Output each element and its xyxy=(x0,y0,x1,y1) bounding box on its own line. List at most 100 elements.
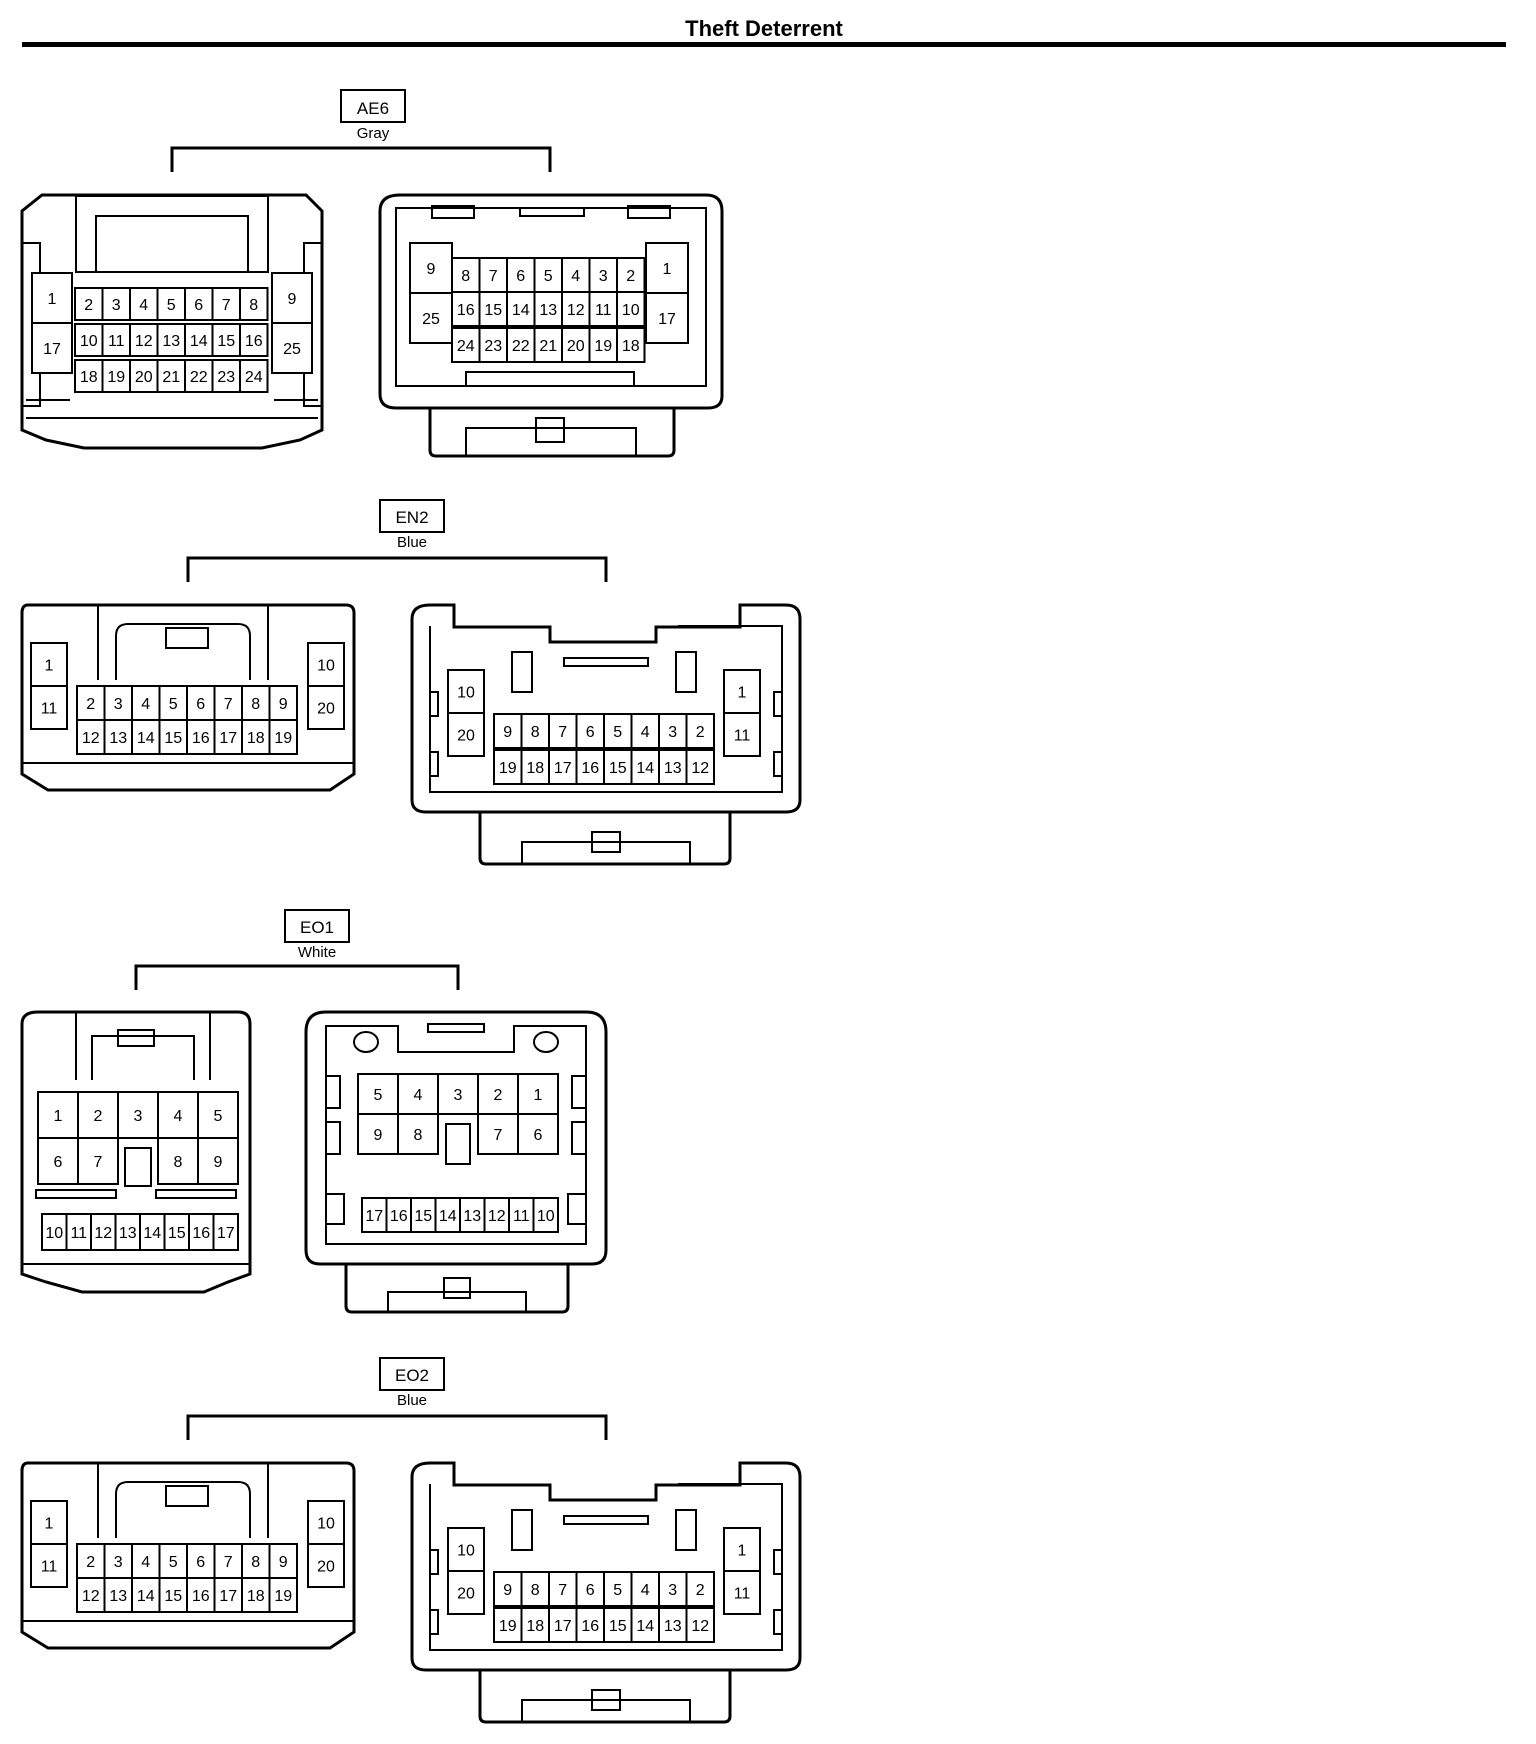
pin-number: 4 xyxy=(571,268,580,285)
pin-cell xyxy=(357,1113,399,1155)
pin-number: 7 xyxy=(94,1154,103,1171)
pin-number: 5 xyxy=(544,268,553,285)
en2-right-housing xyxy=(410,603,802,866)
pin-number: 1 xyxy=(738,1542,747,1559)
pin-cell xyxy=(506,327,536,363)
pin-number: 12 xyxy=(488,1208,506,1225)
pin-number: 6 xyxy=(54,1154,63,1171)
pin-number: 14 xyxy=(636,760,654,777)
pin-number: 13 xyxy=(109,730,127,747)
eo2-left-housing xyxy=(20,1461,356,1650)
pin-cell xyxy=(548,1571,578,1607)
pin-number: 14 xyxy=(636,1618,654,1635)
pin-number: 14 xyxy=(137,1588,155,1605)
pin-cell xyxy=(103,719,133,755)
pin-number: 3 xyxy=(114,1554,123,1571)
pin-number: 18 xyxy=(526,760,544,777)
connector-color: White xyxy=(298,944,336,961)
pin-number: 20 xyxy=(317,700,335,717)
pin-cell xyxy=(31,272,73,324)
pin-cell xyxy=(575,1571,605,1607)
pin-number: 17 xyxy=(219,730,237,747)
pin-cell xyxy=(685,749,715,785)
pin-number: 15 xyxy=(168,1225,186,1242)
pin-number: 23 xyxy=(484,338,502,355)
pin-number: 18 xyxy=(622,338,640,355)
pin-number: 1 xyxy=(48,291,57,308)
pin-number: 1 xyxy=(738,684,747,701)
pin-cell xyxy=(603,1571,633,1607)
pin-number: 16 xyxy=(457,302,475,319)
pin-number: 9 xyxy=(503,1582,512,1599)
pin-number: 20 xyxy=(457,1585,475,1602)
pin-number: 15 xyxy=(609,760,627,777)
pin-number: 8 xyxy=(461,268,470,285)
pin-cell xyxy=(307,685,345,730)
pin-number: 2 xyxy=(86,696,95,713)
pin-number: 14 xyxy=(137,730,155,747)
pin-number: 11 xyxy=(70,1225,87,1242)
connector-code: EO1 xyxy=(300,918,334,937)
pin-number: 8 xyxy=(251,696,260,713)
pin-cell xyxy=(117,1091,159,1139)
connector-color: Blue xyxy=(397,1392,427,1409)
pin-cell xyxy=(241,719,271,755)
pin-number: 10 xyxy=(537,1208,555,1225)
pin-number: 6 xyxy=(586,1582,595,1599)
pin-number: 13 xyxy=(109,1588,127,1605)
pin-number: 7 xyxy=(558,724,567,741)
pin-number: 19 xyxy=(107,369,125,386)
pin-cell xyxy=(76,719,106,755)
connector-code-box xyxy=(379,499,445,533)
pin-cell xyxy=(37,1091,79,1139)
pin-cell xyxy=(532,1197,559,1233)
pin-blank xyxy=(445,1123,471,1165)
pin-cell xyxy=(588,291,618,327)
pin-number: 18 xyxy=(80,369,98,386)
pin-number: 12 xyxy=(691,760,709,777)
pin-number: 15 xyxy=(164,730,182,747)
bracket-line xyxy=(186,1414,608,1440)
pin-number: 20 xyxy=(135,369,153,386)
pin-number: 1 xyxy=(54,1108,63,1125)
pin-cell xyxy=(239,359,269,393)
pin-cell xyxy=(30,1500,68,1545)
pin-cell xyxy=(156,323,186,357)
pin-number: 8 xyxy=(531,724,540,741)
pin-number: 25 xyxy=(422,311,440,328)
pin-cell xyxy=(76,1577,106,1613)
pin-number: 10 xyxy=(622,302,640,319)
pin-number: 9 xyxy=(279,696,288,713)
pin-cell xyxy=(213,719,243,755)
pin-cell xyxy=(508,1197,535,1233)
pin-number: 5 xyxy=(613,724,622,741)
pin-number: 3 xyxy=(599,268,608,285)
pin-number: 3 xyxy=(454,1087,463,1104)
pin-number: 7 xyxy=(494,1127,503,1144)
pin-cell xyxy=(101,323,131,357)
pin-cell xyxy=(517,1073,559,1115)
pin-number: 9 xyxy=(214,1154,223,1171)
pin-cell xyxy=(188,1213,215,1251)
pin-number: 17 xyxy=(365,1208,383,1225)
pin-number: 20 xyxy=(317,1558,335,1575)
pin-number: 16 xyxy=(192,1225,210,1242)
pin-cell xyxy=(658,713,688,749)
pin-number: 12 xyxy=(82,730,100,747)
pin-number: 11 xyxy=(108,333,125,350)
pin-cell xyxy=(723,1527,761,1572)
pin-number: 13 xyxy=(162,333,180,350)
pin-cell xyxy=(103,685,133,721)
pin-number: 17 xyxy=(658,311,676,328)
pin-number: 16 xyxy=(581,1618,599,1635)
pin-number: 5 xyxy=(169,696,178,713)
pin-number: 2 xyxy=(94,1108,103,1125)
pin-number: 11 xyxy=(513,1208,530,1225)
pin-cell xyxy=(129,323,159,357)
pin-number: 4 xyxy=(139,297,148,314)
